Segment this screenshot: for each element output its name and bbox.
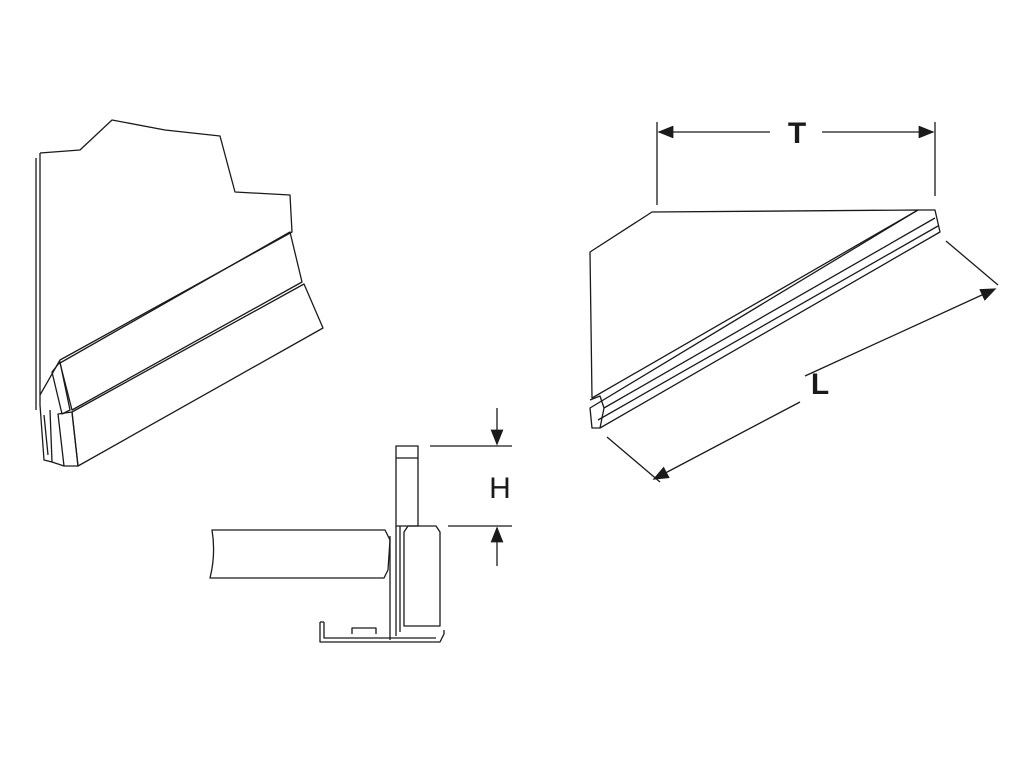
upright-lower [395,526,401,636]
upright-strip [395,445,419,527]
label-h: H [489,472,511,505]
panel-outline [39,119,293,396]
l-arrow-down [652,401,801,480]
dimension-t [656,122,936,205]
l-extension-bottom [606,436,661,483]
label-t: T [788,117,806,150]
left-panel-view [35,119,324,467]
strip-front-face [71,283,324,467]
shelf-board [209,529,391,579]
shelf-plate [589,209,919,399]
clip-detail [39,404,53,463]
strip-top-face [59,231,303,411]
rail-end [589,395,605,429]
dimension-l [606,240,999,483]
strip-end-lower [57,411,79,467]
panel-edge [35,153,41,410]
l-arrow-up [804,288,997,377]
cross-section-view [209,445,445,643]
panel-bottom-lines [51,461,65,467]
l-extension-top [945,240,999,286]
bottom-bracket [319,621,445,643]
bracket-tab [351,627,377,634]
label-l: L [811,368,829,401]
dimension-h [430,408,512,566]
clamp-body [403,525,441,627]
rail-edge [597,217,939,421]
right-shelf-view [589,209,941,429]
strip-end-cap [51,361,71,415]
